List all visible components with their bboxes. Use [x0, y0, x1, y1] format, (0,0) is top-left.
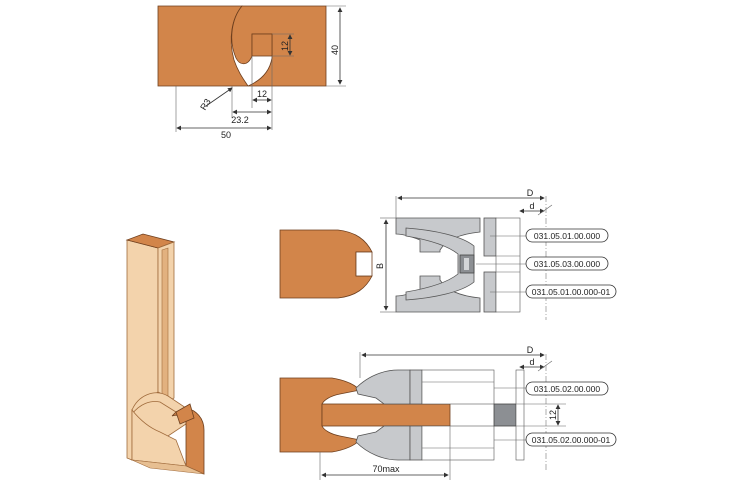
upper-label-D: D: [527, 188, 534, 198]
frame-rail-end: [171, 407, 205, 475]
top-right-board: [231, 5, 327, 87]
frame-rail-bottom: [131, 459, 205, 475]
frame-panel-tongue: [175, 403, 195, 425]
lower-cutter-hub-bottom: [409, 425, 423, 461]
upper-slot-cutter-hl: [464, 258, 469, 270]
lower-dim-max: 70max: [372, 464, 400, 474]
lower-spindle: [515, 369, 525, 461]
lower-dim-depth: 12: [548, 410, 558, 420]
dim-overall: 50: [221, 130, 231, 140]
frame-3d: [125, 233, 205, 475]
dim-height: 40: [330, 45, 340, 55]
upper-workpiece-slot: [355, 251, 373, 277]
frame-groove-shadow: [161, 247, 169, 403]
dim-radius: R3: [198, 97, 213, 112]
lower-cutter-bottom: [355, 425, 411, 461]
top-slot: [251, 33, 273, 57]
upper-spindle: [495, 217, 521, 313]
frame-rail-front: [131, 408, 187, 467]
lower-cutter-top: [355, 369, 411, 405]
dim-slot-width: 12: [257, 89, 267, 99]
dim-slot-depth: 12: [280, 41, 290, 51]
lower-body-bottom: [421, 425, 495, 461]
upper-label-B: B: [375, 263, 385, 269]
lower-body-top: [421, 369, 495, 405]
lower-panel: [321, 403, 451, 427]
lower-insert: [493, 403, 517, 427]
upper-label-d: d: [529, 201, 534, 211]
lower-label-D: D: [527, 345, 534, 355]
lower-code-2: 031.05.02.00.000-01: [532, 435, 611, 445]
upper-code-1: 031.05.01.00.000: [534, 231, 600, 241]
lower-cutter-hub-top: [409, 369, 423, 405]
upper-code-2: 031.05.03.00.000: [534, 259, 600, 269]
upper-code-3: 031.05.01.00.000-01: [532, 287, 611, 297]
lower-tool: D d 12 70max 031.05.02.00.000 031.05.02.…: [279, 345, 617, 480]
upper-tool: D d B 031.05.01.00.000 031.05.03.00.000 …: [279, 188, 617, 320]
upper-cutter-profile: [405, 227, 475, 301]
lower-code-1: 031.05.02.00.000: [534, 384, 600, 394]
lower-label-d: d: [529, 357, 534, 367]
upper-spacer-top: [483, 217, 497, 257]
top-profile: 40 12 12 R3 23.2 50: [157, 5, 346, 140]
dim-inner: 23.2: [231, 115, 249, 125]
